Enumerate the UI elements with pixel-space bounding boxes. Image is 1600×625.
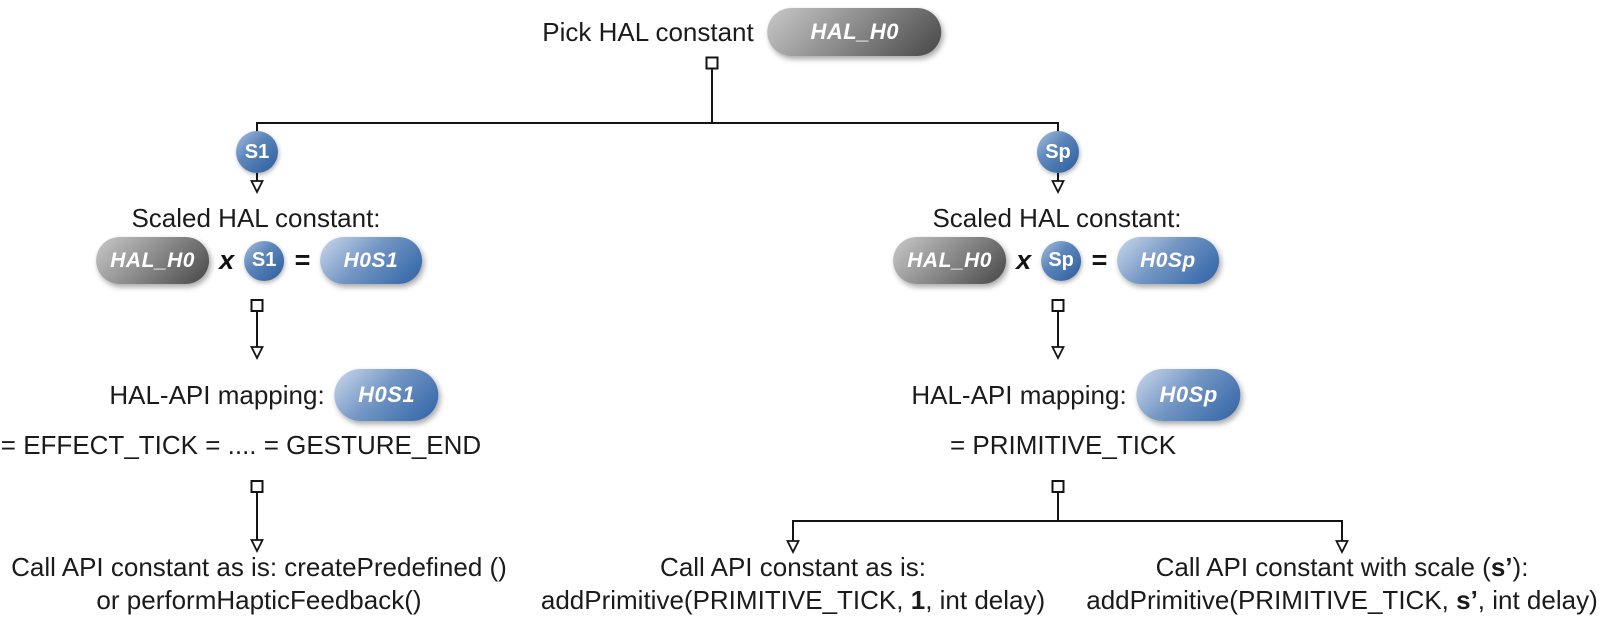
left-mapping-row: HAL-API mapping: H0S1	[109, 369, 439, 421]
formula-scale-badge: S1	[244, 240, 285, 281]
arrowhead-icon	[250, 346, 264, 361]
right-action-scaled-text: Call API constant with scale (s’): addPr…	[1086, 551, 1598, 617]
right-mapping-row: HAL-API mapping: H0Sp	[911, 369, 1241, 421]
left-scaled-title: Scaled HAL constant:	[131, 203, 381, 233]
arrowhead-icon	[1051, 346, 1065, 361]
right-mapping-connector	[1051, 299, 1065, 361]
connector-origin-square	[705, 56, 719, 70]
arrowhead-icon	[786, 540, 800, 555]
mapping-label: HAL-API mapping:	[109, 379, 325, 410]
left-mapping-connector	[250, 299, 264, 361]
multiply-operator: x	[1016, 245, 1032, 275]
action-text-part: Call API constant with scale (	[1155, 552, 1491, 582]
arrowhead-icon	[1335, 540, 1349, 555]
connector-origin-square	[250, 480, 264, 493]
formula-result-pill: H0Sp	[1116, 237, 1219, 284]
action-line: Call API constant as is: createPredefine…	[11, 552, 507, 582]
right-mapping-equation: = PRIMITIVE_TICK	[949, 430, 1177, 460]
equals-operator: =	[294, 245, 310, 275]
root-node: Pick HAL constant HAL_H0	[542, 8, 942, 56]
root-connector	[256, 56, 1059, 135]
mapping-label: HAL-API mapping:	[911, 379, 1127, 410]
action-text-part: addPrimitive(PRIMITIVE_TICK,	[1086, 585, 1457, 615]
root-label: Pick HAL constant	[542, 16, 754, 47]
action-text-part: , int delay)	[925, 585, 1046, 615]
left-mapping-equation: = EFFECT_TICK = .... = GESTURE_END	[0, 430, 482, 460]
left-formula-row: HAL_H0 x S1 = H0S1	[96, 237, 422, 284]
right-formula-row: HAL_H0 x Sp = H0Sp	[893, 237, 1219, 284]
equals-operator: =	[1091, 245, 1107, 275]
scale-badge-sp: Sp	[1037, 131, 1079, 173]
right-scaled-title: Scaled HAL constant:	[932, 203, 1182, 233]
right-action-as-is-text: Call API constant as is: addPrimitive(PR…	[541, 551, 1045, 617]
multiply-operator: x	[219, 245, 235, 275]
formula-hal-pill: HAL_H0	[893, 237, 1007, 284]
action-text-part: , int delay)	[1477, 585, 1598, 615]
mapping-result-pill: H0S1	[334, 369, 439, 421]
connector-origin-square	[250, 299, 264, 312]
action-line: addPrimitive(PRIMITIVE_TICK, 1, int dela…	[541, 584, 1045, 617]
action-text-bold: s’	[1490, 552, 1513, 582]
action-line: or performHapticFeedback()	[96, 585, 422, 615]
left-badge-arrow	[250, 173, 264, 195]
branch-split-line	[256, 122, 1059, 135]
action-text-bold: 1	[910, 585, 926, 615]
action-line: addPrimitive(PRIMITIVE_TICK, s’, int del…	[1086, 584, 1598, 617]
hal-constant-pill: HAL_H0	[767, 8, 942, 56]
scale-badge-s1: S1	[236, 131, 278, 173]
connector-origin-square	[1051, 480, 1065, 493]
mapping-result-pill: H0Sp	[1136, 369, 1241, 421]
formula-result-pill: H0S1	[319, 237, 422, 284]
action-text-part: addPrimitive(PRIMITIVE_TICK,	[540, 585, 911, 615]
action-line: Call API constant as is:	[660, 552, 926, 582]
arrowhead-icon	[1051, 180, 1065, 195]
arrowhead-icon	[250, 180, 264, 195]
left-action-connector	[250, 480, 264, 554]
action-line: Call API constant with scale (s’):	[1086, 551, 1598, 584]
action-text-bold: s’	[1456, 585, 1478, 615]
formula-hal-pill: HAL_H0	[96, 237, 210, 284]
right-action-split-connector	[786, 480, 1349, 555]
action-text-part: ):	[1512, 552, 1529, 582]
formula-scale-badge: Sp	[1041, 240, 1082, 281]
connector-origin-square	[1051, 299, 1065, 312]
right-badge-arrow	[1051, 173, 1065, 195]
arrowhead-icon	[250, 539, 264, 554]
branch-split-line	[792, 520, 1343, 541]
left-action-text: Call API constant as is: createPredefine…	[11, 551, 507, 617]
